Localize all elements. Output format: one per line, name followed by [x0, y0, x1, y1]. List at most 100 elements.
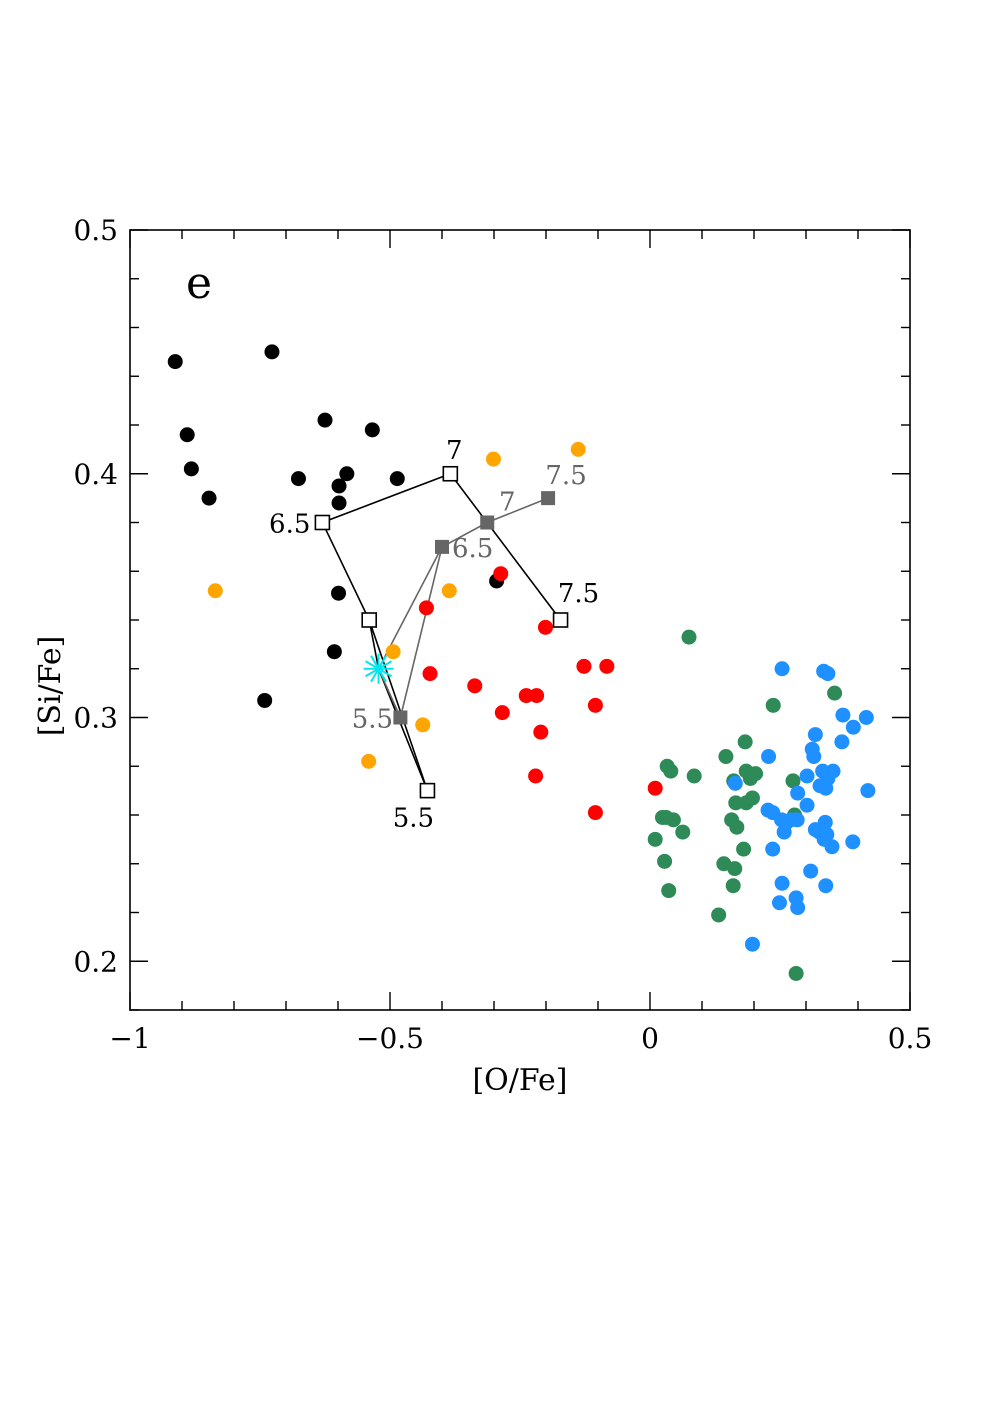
- data-point: [361, 753, 377, 769]
- data-point: [827, 685, 843, 701]
- data-point: [765, 697, 781, 713]
- data-point: [803, 863, 819, 879]
- data-point: [657, 853, 673, 869]
- data-point: [537, 619, 553, 635]
- data-point: [860, 783, 876, 799]
- data-point: [494, 705, 510, 721]
- data-point: [587, 805, 603, 821]
- data-point: [788, 965, 804, 981]
- data-point: [790, 900, 806, 916]
- x-tick-label: −0.5: [356, 1022, 424, 1055]
- data-point: [389, 471, 405, 487]
- data-point: [790, 785, 806, 801]
- data-point: [290, 471, 306, 487]
- track-label: 7.5: [558, 579, 599, 609]
- data-point: [339, 466, 355, 482]
- data-point: [834, 734, 850, 750]
- track-line: [399, 497, 549, 718]
- data-point: [818, 878, 834, 894]
- panel-label: e: [186, 258, 212, 309]
- data-point: [467, 678, 483, 694]
- data-point: [576, 658, 592, 674]
- track-label: 7: [446, 436, 463, 466]
- data-point: [736, 841, 752, 857]
- track-label: 7: [499, 488, 516, 518]
- y-tick-label: 0.4: [73, 458, 118, 491]
- data-point: [317, 412, 333, 428]
- data-point: [331, 478, 347, 494]
- data-point: [765, 841, 781, 857]
- track-marker: [419, 782, 436, 799]
- data-point: [528, 768, 544, 784]
- data-point: [744, 936, 760, 952]
- data-point: [533, 724, 549, 740]
- data-point: [331, 585, 347, 601]
- data-point: [820, 666, 836, 682]
- data-point: [663, 763, 679, 779]
- data-point: [686, 768, 702, 784]
- data-point: [858, 710, 874, 725]
- track-marker: [361, 612, 378, 628]
- y-axis-label: [Si/Fe]: [33, 636, 68, 737]
- track-marker: [541, 491, 556, 506]
- data-points: [167, 344, 876, 981]
- data-point: [207, 583, 223, 599]
- data-point: [785, 773, 801, 789]
- data-point: [422, 666, 438, 682]
- connector-line: [377, 668, 429, 791]
- x-tick-label: 0.5: [888, 1022, 933, 1055]
- data-point: [799, 768, 815, 784]
- data-point: [729, 819, 745, 835]
- data-point: [737, 734, 753, 750]
- track-markers: 5.56.577.55.56.577.5: [269, 436, 599, 834]
- data-point: [824, 839, 840, 855]
- track-label: 6.5: [452, 534, 493, 564]
- data-point: [845, 834, 861, 850]
- track-marker: [393, 710, 408, 725]
- model-tracks: [321, 472, 562, 791]
- track-marker: [435, 539, 449, 554]
- y-tick-label: 0.5: [73, 214, 118, 247]
- data-point: [675, 824, 691, 840]
- data-point: [326, 644, 342, 660]
- data-point: [845, 719, 861, 735]
- track-label: 5.5: [393, 804, 434, 834]
- x-axis-label: [O/Fe]: [472, 1063, 567, 1098]
- data-point: [807, 727, 823, 743]
- track-marker: [552, 612, 569, 628]
- y-tick-label: 0.3: [73, 702, 118, 735]
- data-point: [761, 749, 777, 764]
- data-point: [728, 795, 744, 811]
- data-point: [727, 775, 743, 791]
- data-point: [493, 566, 509, 582]
- track-marker: [314, 514, 331, 531]
- data-point: [727, 861, 743, 877]
- data-point: [647, 780, 663, 796]
- data-point: [415, 717, 431, 733]
- data-point: [518, 688, 534, 704]
- data-point: [665, 812, 681, 828]
- data-point: [441, 583, 457, 599]
- data-point: [742, 770, 758, 786]
- data-point: [718, 749, 734, 764]
- data-point: [257, 692, 273, 708]
- track-label: 5.5: [352, 705, 393, 735]
- track-label: 7.5: [545, 461, 586, 491]
- data-point: [661, 883, 677, 899]
- track-label: 6.5: [269, 510, 310, 540]
- track-marker: [442, 465, 459, 482]
- data-point: [711, 907, 727, 923]
- data-point: [201, 490, 217, 506]
- data-point: [183, 461, 199, 477]
- data-point: [774, 875, 790, 891]
- data-point: [774, 661, 790, 677]
- data-point: [599, 658, 615, 674]
- connector-line: [368, 619, 380, 669]
- track-line: [321, 472, 562, 791]
- data-point: [799, 797, 815, 813]
- y-tick-label: 0.2: [73, 945, 118, 978]
- data-point: [725, 878, 741, 894]
- data-point: [331, 495, 347, 511]
- data-point: [364, 422, 380, 438]
